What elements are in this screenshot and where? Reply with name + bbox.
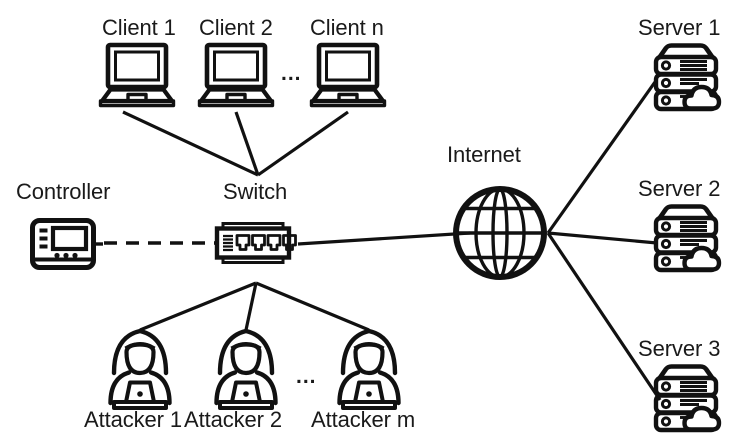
label-attacker-1: Attacker 1 (84, 407, 183, 432)
label-server-2: Server 2 (638, 176, 721, 201)
label-server-1: Server 1 (638, 15, 721, 40)
label-internet: Internet (447, 142, 521, 167)
hacker-icon (217, 331, 276, 408)
laptop-icon (101, 45, 174, 106)
hacker-icon (111, 331, 170, 408)
attackers-ellipsis: ... (296, 365, 317, 388)
label-client-1: Client 1 (102, 15, 176, 40)
link-clientn-switch (257, 110, 349, 177)
server-cloud-icon (656, 367, 719, 431)
link-switch-attacker1 (139, 281, 257, 332)
hacker-icon (340, 331, 399, 408)
link-client2-switch (234, 111, 260, 176)
link-client1-switch (122, 110, 259, 177)
globe-icon (456, 189, 544, 277)
label-attacker-2: Attacker 2 (184, 407, 283, 432)
label-attacker-m: Attacker m (311, 407, 416, 432)
connection-lines (104, 81, 662, 401)
label-server-3: Server 3 (638, 336, 721, 361)
network-switch-icon (214, 224, 296, 263)
link-internet-server3 (546, 232, 662, 401)
link-internet-server2 (547, 231, 658, 245)
link-switch-internet (297, 231, 471, 246)
label-switch: Switch (223, 179, 288, 204)
server-cloud-icon (656, 46, 719, 110)
controller-icon (33, 221, 104, 268)
laptop-icon (312, 45, 385, 106)
clients-ellipsis: ... (281, 62, 302, 85)
server-cloud-icon (656, 207, 719, 271)
label-client-n: Client n (310, 15, 384, 40)
link-switch-attackerm (255, 281, 370, 332)
label-controller: Controller (16, 179, 111, 204)
label-client-2: Client 2 (199, 15, 273, 40)
link-switch-attacker2 (244, 282, 258, 331)
laptop-icon (200, 45, 273, 106)
link-internet-server1 (546, 81, 657, 234)
